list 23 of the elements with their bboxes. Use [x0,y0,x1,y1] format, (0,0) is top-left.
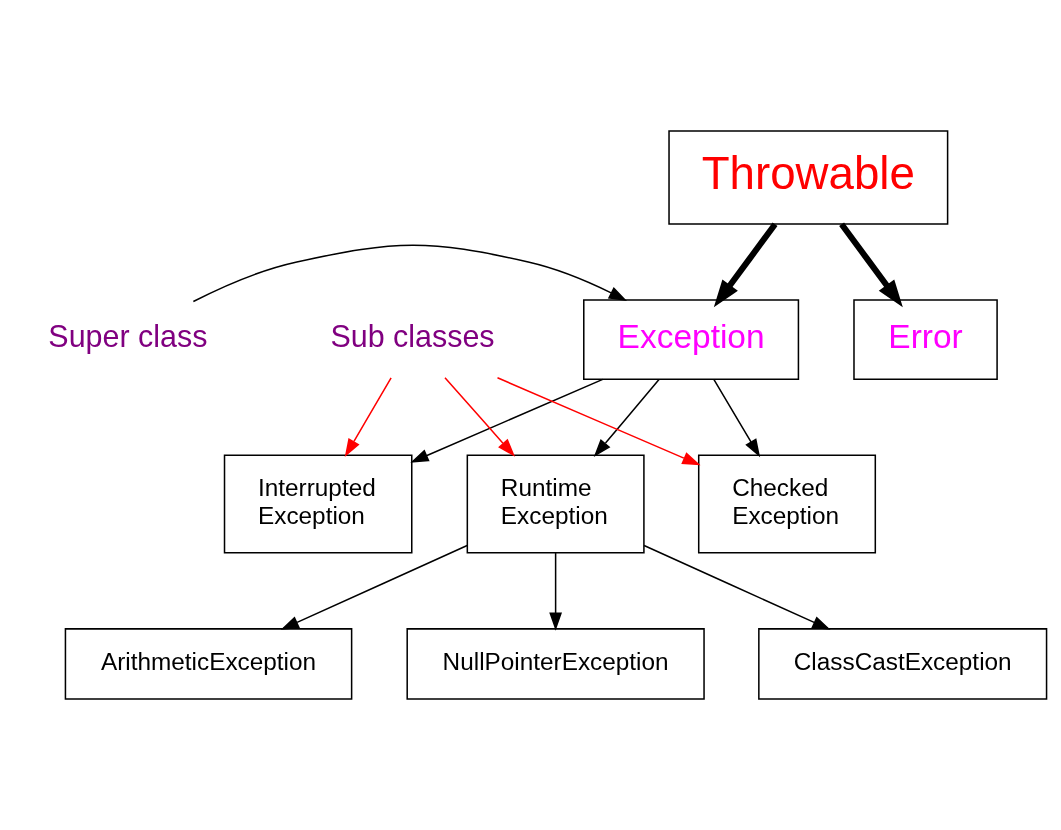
arrow [192,244,628,303]
arrow [593,378,660,458]
node-text: Super class [48,319,208,354]
arrow [410,378,604,463]
node-box: Error [853,299,998,380]
node-box: Interrupted Exception [223,454,413,554]
arrow [549,552,563,631]
node-box: Exception [583,299,800,380]
node-box: Runtime Exception [466,454,645,554]
node-box: NullPointerException [406,628,705,700]
arrow [643,544,831,630]
arrow [713,222,778,308]
arrow [280,544,468,630]
node-box: ClassCastException [758,628,1048,700]
arrow [444,377,516,457]
arrow [344,377,392,457]
arrow [713,378,761,458]
arrow [496,377,701,466]
node-box: Throwable [668,130,949,225]
node-text: Sub classes [330,319,495,354]
node-box: Checked Exception [697,454,877,554]
node-box: ArithmeticException [64,628,353,700]
arrow [839,222,903,308]
